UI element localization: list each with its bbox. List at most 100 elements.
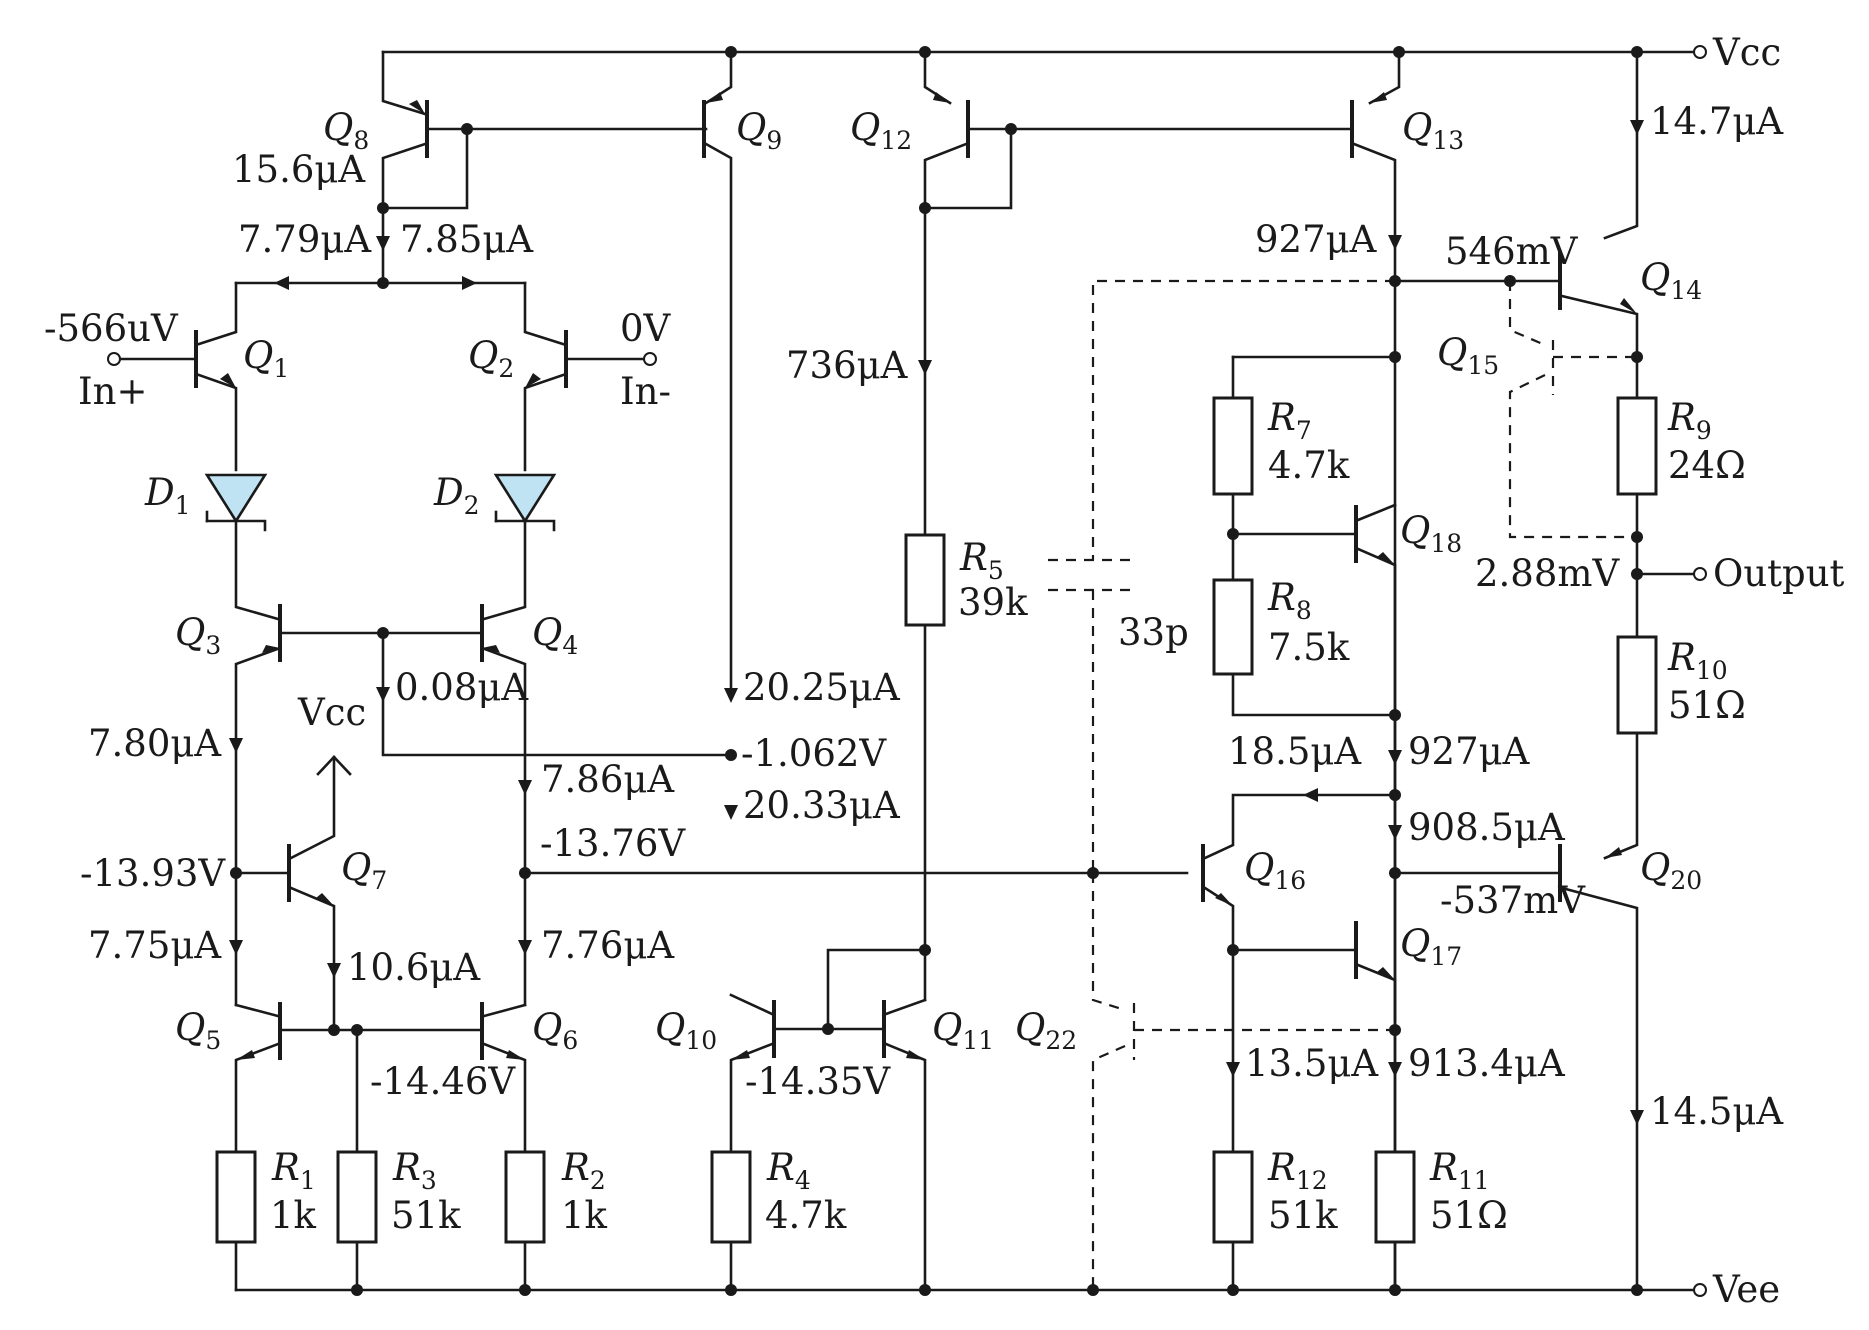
current-q17-collector: 908.5μA [1408, 806, 1566, 849]
label-q17: Q17 [1400, 922, 1462, 971]
resistor-labels: R5 39k R7 4.7k R8 7.5k R9 24Ω R10 51Ω R1… [270, 396, 1746, 1237]
value-r9: 24Ω [1668, 444, 1746, 487]
q10-q11-mirror [729, 948, 927, 1292]
emitter-arrows [220, 92, 1637, 1060]
label-r12: R12 [1267, 1146, 1328, 1195]
label-q10: Q10 [655, 1006, 717, 1055]
value-r5: 39k [958, 581, 1028, 624]
q22-protection [1091, 873, 1395, 1290]
q14-q20-output [1393, 252, 1707, 1292]
current-q1-branch: 7.79μA [238, 218, 372, 261]
label-q18: Q18 [1400, 509, 1462, 558]
resistor-r10 [1616, 635, 1658, 735]
voltage-in-plus: -566uV [44, 307, 179, 350]
label-vcc: Vcc [1712, 31, 1781, 74]
current-q8: 15.6μA [232, 148, 366, 191]
value-r11: 51Ω [1430, 1194, 1508, 1237]
voltage-labels: -566uV 0V -1.062V -13.93V -13.76V -14.46… [44, 230, 1620, 1103]
current-vcc-rail: 14.7μA [1650, 100, 1784, 143]
label-r8: R8 [1267, 576, 1312, 625]
value-r12: 51k [1268, 1194, 1338, 1237]
voltage-q6-collector: -13.76V [540, 822, 686, 865]
component-labels: Q8 Q9 Q12 Q13 Q14 Q15 Q1 Q2 D1 D2 Q18 Q3… [144, 106, 1702, 1055]
value-r7: 4.7k [1268, 444, 1350, 487]
label-q11: Q11 [932, 1006, 994, 1055]
current-q18-out: 927μA [1408, 730, 1531, 773]
label-d1: D1 [144, 471, 191, 520]
diode-d1 [204, 473, 280, 621]
in-plus-terminal[interactable] [107, 352, 121, 366]
label-in-plus: In+ [78, 370, 147, 413]
label-r10: R10 [1667, 636, 1728, 685]
current-r11: 913.4μA [1408, 1042, 1566, 1085]
label-q13: Q13 [1402, 106, 1464, 155]
resistor-r12 [1212, 1150, 1254, 1244]
label-q8: Q8 [323, 106, 369, 155]
label-r3: R3 [392, 1146, 437, 1195]
voltage-q14-base: 546mV [1445, 230, 1579, 273]
current-q4-collector: 7.86μA [541, 758, 675, 801]
current-q6-collector: 7.76μA [541, 924, 675, 967]
resistor-r5 [904, 533, 946, 627]
mirror-q8-q9 [381, 100, 733, 697]
output-terminal[interactable] [1693, 567, 1707, 581]
voltage-q10-emitter: -14.35V [745, 1060, 891, 1103]
value-r4: 4.7k [765, 1194, 847, 1237]
resistor-r2 [504, 1150, 546, 1244]
label-q16: Q16 [1244, 846, 1306, 895]
mirror-q12-q13 [923, 100, 1397, 1292]
diff-pair [107, 281, 657, 472]
label-q3: Q3 [175, 611, 221, 660]
value-c33p: 33p [1118, 611, 1189, 654]
voltage-q20-base: -537mV [1440, 879, 1586, 922]
current-q7-emitter: 10.6μA [347, 946, 481, 989]
current-q4-base: 0.08μA [395, 666, 529, 709]
label-q12: Q12 [850, 106, 912, 155]
current-q9-out: 20.25μA [743, 666, 901, 709]
label-q6: Q6 [532, 1006, 578, 1055]
label-r1: R1 [271, 1146, 316, 1195]
value-r2: 1k [561, 1194, 608, 1237]
label-q20: Q20 [1640, 846, 1702, 895]
label-r4: R4 [766, 1146, 811, 1195]
q7-buffer [234, 755, 1189, 1032]
label-q4: Q4 [532, 611, 578, 660]
vcc-rail [381, 45, 1707, 240]
current-q12-out: 736μA [786, 344, 909, 387]
q15-protection [1508, 281, 1637, 539]
label-q5: Q5 [175, 1006, 221, 1055]
in-minus-terminal[interactable] [643, 352, 657, 366]
label-q22: Q22 [1015, 1006, 1077, 1055]
label-r2: R2 [561, 1146, 606, 1195]
current-vee-rail: 14.5μA [1650, 1090, 1784, 1133]
vee-terminal[interactable] [1693, 1283, 1707, 1297]
current-q3-collector: 7.80μA [88, 722, 222, 765]
vee-rail [234, 1283, 1707, 1297]
label-q7: Q7 [341, 846, 387, 895]
value-r10: 51Ω [1668, 684, 1746, 727]
label-in-minus: In- [620, 370, 671, 413]
current-q16-collector: 18.5μA [1228, 730, 1362, 773]
net-labels: Vcc Vee Output In+ In- Vcc [78, 31, 1845, 1311]
label-r9: R9 [1667, 396, 1712, 445]
resistor-r3 [336, 1150, 378, 1244]
current-r12: 13.5μA [1245, 1042, 1379, 1085]
resistor-r1 [215, 1150, 257, 1244]
label-q7-vcc: Vcc [297, 691, 366, 734]
resistor-r9 [1616, 396, 1658, 496]
vcc-terminal[interactable] [1693, 45, 1707, 59]
resistor-r4 [710, 1150, 752, 1244]
voltage-q9-node: -1.062V [741, 732, 887, 775]
resistor-r8 [1212, 578, 1254, 676]
voltage-in-minus: 0V [620, 307, 672, 350]
compensation-capacitor [1048, 279, 1395, 873]
value-r8: 7.5k [1268, 626, 1350, 669]
current-q5-collector: 7.75μA [88, 924, 222, 967]
junction-dots [230, 46, 1643, 1296]
label-q1: Q1 [243, 334, 289, 383]
label-q14: Q14 [1640, 256, 1702, 305]
label-q15: Q15 [1437, 331, 1499, 380]
diode-d2 [482, 473, 557, 621]
resistor-r7 [1212, 396, 1254, 496]
